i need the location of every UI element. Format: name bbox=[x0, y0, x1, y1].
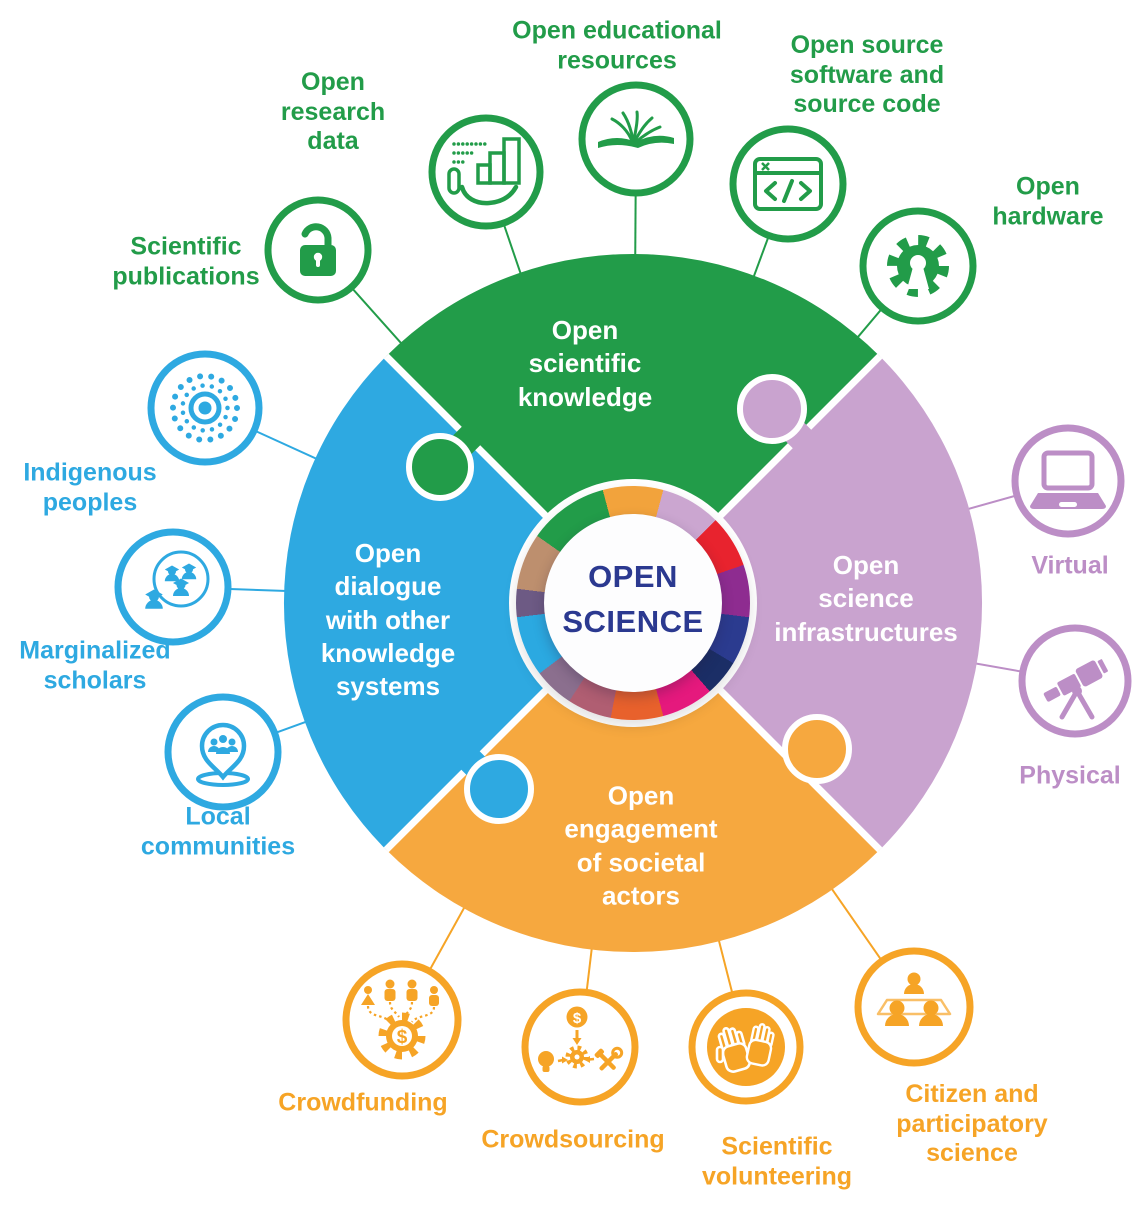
label-open-research-data: Open research data bbox=[280, 67, 386, 155]
satellite-crowdsourcing: $ bbox=[521, 988, 639, 1106]
label-crowdfunding: Crowdfunding bbox=[278, 1088, 448, 1117]
satellite-marginalized-scholars bbox=[114, 528, 232, 646]
puzzle-knobs bbox=[406, 374, 852, 824]
telescope-icon bbox=[1043, 659, 1108, 720]
center-title: OPEN SCIENCE bbox=[562, 559, 704, 639]
label-local-communities: Local communities bbox=[140, 802, 296, 861]
satellite-scientific-volunteering bbox=[688, 989, 804, 1105]
satellite-open-research-data bbox=[428, 114, 544, 230]
graduates-icon bbox=[145, 550, 210, 609]
quadrant-open-science-infrastructures bbox=[633, 356, 983, 850]
satellite-open-source-software bbox=[729, 125, 847, 243]
people-table-icon bbox=[876, 972, 952, 1026]
open-padlock-icon bbox=[300, 223, 336, 276]
quadrant-label-knowledge: Open scientific knowledge bbox=[517, 315, 653, 412]
laptop-icon bbox=[1030, 450, 1106, 509]
raised-hands-icon bbox=[707, 1008, 785, 1086]
label-open-hardware: Open hardware bbox=[992, 172, 1104, 231]
idea-exchange-icon: $ bbox=[538, 1006, 624, 1072]
label-scientific-volunteering: Scientific volunteering bbox=[701, 1132, 853, 1191]
gear-keyhole-icon bbox=[887, 235, 949, 297]
code-window-icon bbox=[753, 157, 823, 211]
dot-circle-icon bbox=[170, 373, 240, 443]
satellite-crowdfunding: $ bbox=[342, 960, 462, 1080]
label-citizen-science: Citizen and participatory science bbox=[896, 1079, 1048, 1167]
quadrant-open-dialogue bbox=[283, 356, 633, 850]
label-open-source-software: Open source software and source code bbox=[789, 30, 945, 118]
satellite-citizen-science bbox=[854, 947, 974, 1067]
label-virtual: Virtual bbox=[1031, 551, 1109, 580]
satellite-virtual bbox=[1011, 424, 1125, 538]
quadrant-label-dialogue: Open dialogue with other knowledge syste… bbox=[320, 537, 456, 701]
label-indigenous-peoples: Indigenous peoples bbox=[23, 458, 157, 517]
gear-dollar-people-icon: $ bbox=[361, 979, 439, 1060]
label-scientific-publications: Scientific publications bbox=[112, 232, 260, 291]
satellite-scientific-publications bbox=[264, 196, 372, 304]
satellite-indigenous-peoples bbox=[147, 350, 263, 466]
label-physical: Physical bbox=[1019, 761, 1121, 790]
open-book-icon bbox=[598, 110, 674, 148]
satellite-physical bbox=[1018, 624, 1132, 738]
label-marginalized-scholars: Marginalized scholars bbox=[19, 636, 171, 695]
dollar-glyph: $ bbox=[573, 1010, 582, 1027]
dollar-glyph: $ bbox=[397, 1027, 408, 1048]
hand-with-chart-icon bbox=[447, 137, 521, 206]
map-pin-people-icon bbox=[196, 722, 250, 787]
quadrant-open-engagement bbox=[386, 603, 880, 953]
quadrant-open-scientific-knowledge bbox=[386, 253, 880, 604]
quadrant-label-engagement: Open engagement of societal actors bbox=[564, 780, 718, 911]
satellite-local-communities bbox=[164, 693, 282, 811]
satellite-open-educational-resources bbox=[578, 81, 694, 197]
quadrant-label-infrastructures: Open science infrastructures bbox=[774, 550, 958, 647]
label-open-educational-resources: Open educational resources bbox=[512, 16, 722, 75]
center-circle bbox=[544, 514, 722, 692]
label-crowdsourcing: Crowdsourcing bbox=[481, 1125, 665, 1154]
satellite-open-hardware bbox=[859, 207, 977, 325]
